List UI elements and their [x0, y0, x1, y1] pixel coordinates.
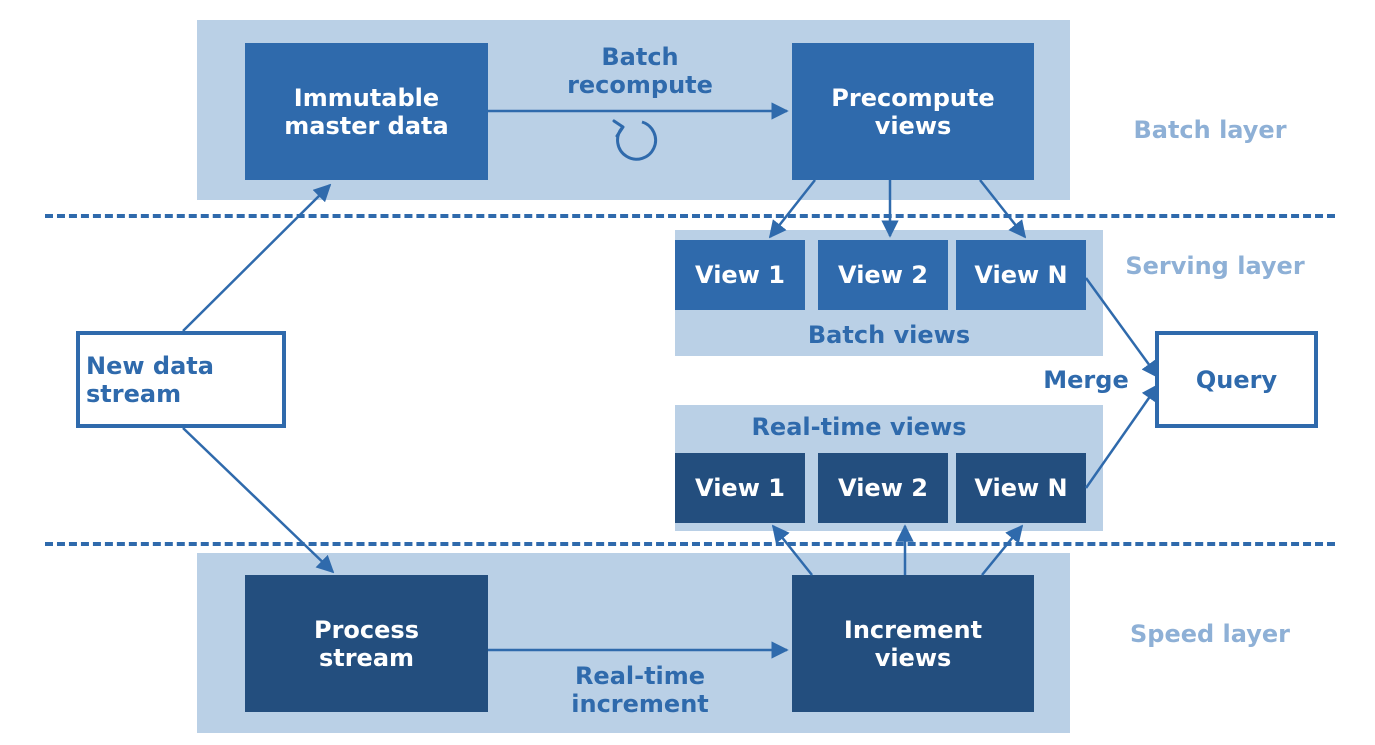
arrow-increment-to-rtviewn [981, 524, 1024, 576]
realtime-views-title: Real-time views [751, 413, 967, 441]
increment-line1: Increment [843, 615, 983, 644]
batch-recompute-label: Batch recompute [540, 43, 740, 99]
realtime-increment-line1: Real-time [574, 662, 706, 690]
serving-layer-label: Serving layer [1125, 252, 1305, 280]
master-data-line1: Immutable [293, 83, 440, 112]
arrow-increment-to-rtview1 [771, 524, 813, 576]
arrow-precompute-to-viewn [979, 179, 1027, 239]
batch-view-1: View 1 [675, 240, 805, 310]
merge-label: Merge [1043, 366, 1129, 394]
arrow-stream-to-master [182, 183, 332, 332]
arrow-rtviewn-to-query [1084, 383, 1160, 489]
process-stream-line2: stream [318, 643, 415, 672]
increment-views-node: Increment views [792, 575, 1034, 712]
realtime-increment-label: Real-time increment [540, 662, 740, 718]
batch-view-1-label: View 1 [695, 261, 785, 289]
batch-recompute-line1: Batch [601, 43, 679, 71]
arrow-batchviewn-to-query [1084, 277, 1160, 379]
new-data-stream-node: New data stream [76, 331, 286, 428]
separator-top [45, 214, 1335, 218]
query-node: Query [1155, 331, 1318, 428]
batch-view-2-label: View 2 [838, 261, 928, 289]
precompute-line1: Precompute [831, 83, 995, 112]
realtime-view-2: View 2 [818, 453, 948, 523]
realtime-view-2-label: View 2 [838, 474, 928, 502]
batch-recompute-line2: recompute [567, 71, 713, 99]
batch-layer-label: Batch layer [1133, 116, 1287, 144]
new-data-line1: New data [86, 351, 214, 380]
immutable-master-data-node: Immutable master data [245, 43, 488, 180]
realtime-view-n-label: View N [974, 474, 1068, 502]
master-data-line2: master data [284, 111, 449, 140]
realtime-view-n: View N [956, 453, 1086, 523]
process-stream-node: Process stream [245, 575, 488, 712]
precompute-views-node: Precompute views [792, 43, 1034, 180]
arrow-precompute-to-view1 [768, 179, 816, 239]
speed-layer-label: Speed layer [1130, 620, 1290, 648]
refresh-icon [612, 119, 658, 161]
precompute-line2: views [874, 111, 952, 140]
batch-view-2: View 2 [818, 240, 948, 310]
separator-bottom [45, 542, 1335, 546]
batch-views-title: Batch views [807, 321, 971, 349]
query-label: Query [1195, 365, 1278, 394]
batch-view-n: View N [956, 240, 1086, 310]
realtime-view-1: View 1 [675, 453, 805, 523]
increment-line2: views [874, 643, 952, 672]
realtime-view-1-label: View 1 [695, 474, 785, 502]
realtime-increment-line2: increment [571, 690, 709, 718]
batch-view-n-label: View N [974, 261, 1068, 289]
arrow-stream-to-process [182, 427, 335, 574]
process-stream-line1: Process [314, 615, 419, 644]
new-data-line2: stream [86, 379, 182, 408]
